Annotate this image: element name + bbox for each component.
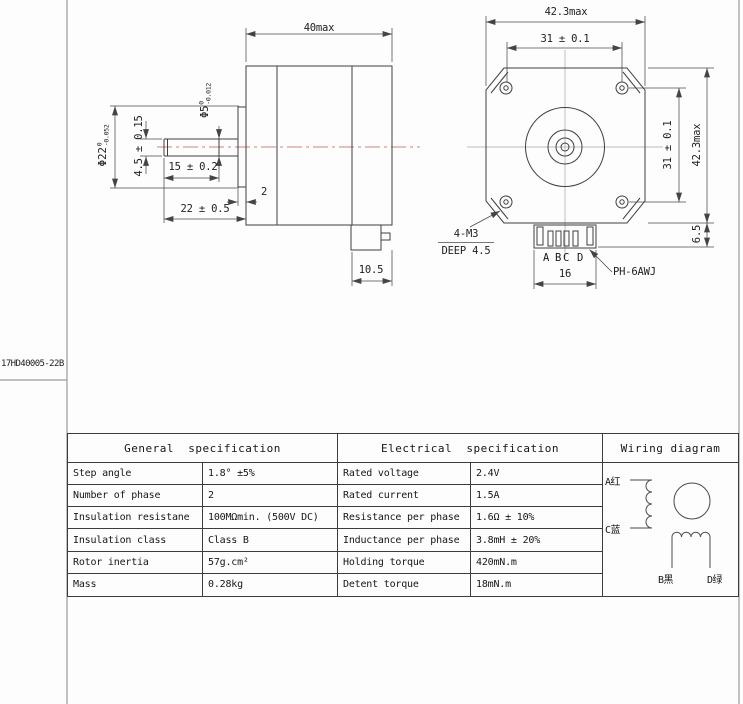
wiring-terminal-d: D绿 <box>707 575 723 586</box>
spec-value: 1.6Ω ± 10% <box>471 507 603 530</box>
pin-label-c: C <box>563 252 570 264</box>
dim-connector-width: 16 <box>558 268 572 280</box>
wiring-diagram-header: Wiring diagram <box>603 434 738 463</box>
pin-label-a: A <box>543 252 550 264</box>
spec-value: 18mN.m <box>471 573 603 596</box>
dim-shaft-flat: 4.5 ± 0.15 <box>133 115 145 177</box>
specification-table: General specification Electrical specifi… <box>67 433 739 597</box>
spec-label: Inductance per phase <box>338 529 471 552</box>
side-view-dimensions <box>110 28 393 286</box>
spec-label: Insulation resistane <box>68 507 203 530</box>
dim-width-max: 42.3max <box>544 6 588 18</box>
dim-boss-depth: 2 <box>260 186 268 198</box>
spec-value: 3.8mH ± 20% <box>471 529 603 552</box>
front-view-dimensions <box>438 16 714 289</box>
part-number: 17HD40005-22B <box>1 359 64 369</box>
dim-height-max: 42.3max <box>691 123 703 167</box>
dim-connector-offset: 6.5 <box>691 224 703 244</box>
spec-label: Mass <box>68 573 203 596</box>
note-mounting-depth: DEEP 4.5 <box>441 245 491 257</box>
wiring-terminal-a: A红 <box>605 477 621 488</box>
spec-value: Class B <box>203 529 338 552</box>
spec-label: Rated voltage <box>338 463 471 486</box>
spec-label: Rated current <box>338 485 471 508</box>
spec-label: Resistance per phase <box>338 507 471 530</box>
spec-value: 100MΩmin. (500V DC) <box>203 507 338 530</box>
spec-value: 1.5A <box>471 485 603 508</box>
spec-label: Rotor inertia <box>68 551 203 574</box>
pin-label-b: B <box>555 252 562 264</box>
spec-label: Insulation class <box>68 529 203 552</box>
general-spec-header: General specification <box>68 434 338 463</box>
side-view-outline <box>163 65 393 251</box>
front-view-outline <box>485 67 646 249</box>
spec-label: Step angle <box>68 463 203 486</box>
wiring-diagram-graphic <box>630 479 711 568</box>
spec-value: 57g.cm² <box>203 551 338 574</box>
pin-label-d: D <box>577 252 584 264</box>
spec-label: Detent torque <box>338 573 471 596</box>
spec-value: 1.8° ±5% <box>203 463 338 486</box>
spec-label: Number of phase <box>68 485 203 508</box>
spec-label: Holding torque <box>338 551 471 574</box>
spec-value: 420mN.m <box>471 551 603 574</box>
spec-value: 2 <box>203 485 338 508</box>
wiring-terminal-b: B黑 <box>658 575 674 586</box>
dim-hole-spacing-v: 31 ± 0.1 <box>662 120 674 170</box>
spec-value: 0.28kg <box>203 573 338 596</box>
dim-hole-spacing-h: 31 ± 0.1 <box>540 33 590 45</box>
spec-value: 2.4V <box>471 463 603 486</box>
note-mounting-holes: 4-M3 <box>453 228 479 240</box>
dim-body-length: 40max <box>303 22 335 34</box>
dim-shaft-length: 22 ± 0.5 <box>180 203 230 215</box>
wiring-terminal-c: C蓝 <box>605 525 621 536</box>
electrical-spec-header: Electrical specification <box>338 434 603 463</box>
front-view-centerlines <box>467 50 663 258</box>
dim-connector-depth: 10.5 <box>358 264 384 276</box>
dim-flat-length: 15 ± 0.2 <box>168 161 218 173</box>
note-connector-type: PH-6AWJ <box>613 266 656 278</box>
